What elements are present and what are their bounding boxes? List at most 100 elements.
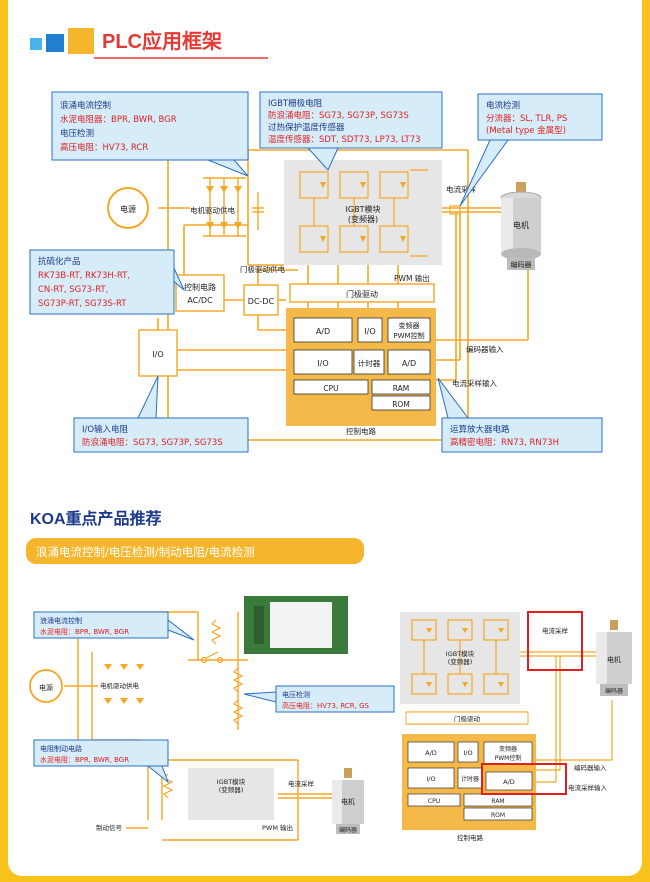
block-cpu-label: CPU [323,384,338,393]
left-resistors [162,619,244,799]
pwm-output-label: PWM 输出 [394,273,430,283]
right-inverter-label: (变频器) [448,657,473,666]
block-pwm-label: PWM控制 [393,331,424,340]
right-block-ad2-label: A/D [503,778,515,786]
left-control-signal-label: 制动信号 [96,823,123,832]
left-inverter-label: (变频器) [219,785,244,794]
right-block-rom [463,807,533,821]
sheet: PLC应用框架 [8,0,642,876]
left-callout-surge-heading: 浪涌电流控制 [40,616,82,625]
motor-label: 电机 [513,220,529,230]
right-block-timer-label: 计时器 [461,775,479,783]
section2-title: KOA重点产品推荐 [30,509,162,528]
rectifier-frame [203,177,264,237]
page-title: PLC应用框架 [102,29,222,53]
right-diodes [426,628,504,687]
callout-sulfur-heading: 抗硫化产品 [38,256,81,267]
callout-surge-line1: 水泥电阻器：BPR, BWR, BGR [60,114,177,125]
left-igbt-label: IGBT模块 [217,777,246,786]
right-encoder-input-label: 编码器输入 [574,763,607,772]
right-igbt-label: IGBT模块 [446,649,475,658]
igbt-switches [299,169,428,257]
block-io [357,317,383,343]
highlight-ad [481,763,567,795]
left-callout-surge-line1: 水泥电阻：BPR, BWR, BGR [40,627,129,636]
block-cpu [293,379,369,395]
acdc-label-1: 控制电路 [184,282,216,292]
left-power-label: 电源 [39,683,53,692]
callout-igbt-heading: IGBT栅极电阻 [268,98,323,109]
dcdc-block [243,284,279,316]
left-motor-drive-power-label: 电机驱动供电 [100,681,140,690]
callout-io-heading: I/O输入电阻 [82,424,129,435]
current-sampling-input-label: 电流采样输入 [452,378,497,388]
diagram-right: IGBT模块 (变频器) 电流采样 电机 编码器 门极驱动 A/D I/O [400,611,632,842]
block-io2 [293,349,353,375]
block-ad2-label: A/D [402,359,416,368]
io-block-label: I/O [152,350,163,359]
left-diodes [104,664,144,704]
left-igbt-region [188,768,274,820]
highlight-current-sampling [527,611,583,671]
left-callout-voltage: 电压检测 高压电阻：HV73, RCR, GS [243,685,395,713]
block-timer [353,349,385,375]
right-current-sampling-label: 电流采样 [542,626,569,635]
callout-igbt-heading2: 过热保护温度传感器 [268,122,345,133]
block-inverter-pwm [387,317,431,343]
callout-current-heading: 电流检测 [486,100,520,111]
left-callout-brake: 电阻制动电路 水泥电阻：BPR, BWR, BGR [33,739,170,784]
callout-sulfur: 抗硫化产品 RK73B-RT, RK73H-RT, CN-RT, SG73-RT… [29,249,185,315]
acdc-label-2: AC/DC [187,296,213,305]
block-ad-label: A/D [316,327,330,336]
callout-opamp: 运算放大器电路 高精密电阻：RN73, RN73H [437,377,603,453]
motor [500,182,542,270]
poster-canvas: PLC应用框架 [26,28,632,842]
power-source [107,187,149,229]
diagram-plc-framework: 电源 电机驱动供电 IGBT模块 (变频器) 电流采样 电机 编码器 门极驱动供… [29,91,603,453]
left-encoder-label: 编码器 [339,826,357,834]
igbt-region [284,160,442,265]
callout-io: I/O输入电阻 防浪涌电阻：SG73, SG73P, SG73S [73,375,249,453]
io-block [138,329,178,377]
left-callout-voltage-line1: 高压电阻：HV73, RCR, GS [282,701,370,710]
current-sampling-label: 电流采样 [446,184,476,194]
gate-drive-power-label: 门极驱动供电 [240,264,285,274]
right-block-ad-label: A/D [425,749,437,757]
header: PLC应用框架 [30,28,268,59]
callout-opamp-heading: 运算放大器电路 [450,424,510,435]
igbt-diodes [320,182,406,242]
block-inverter-label: 变频器 [399,321,420,330]
right-control-circuit-label: 控制电路 [457,833,484,842]
block-ad [293,317,353,343]
block-timer-label: 计时器 [358,358,381,368]
header-square-small [30,38,42,50]
right-block-ad [407,741,455,763]
right-block-io-label: I/O [463,749,472,757]
callout-sulfur-line1: RK73B-RT, RK73H-RT, [38,271,130,281]
right-encoder-label: 编码器 [605,687,623,695]
right-block-io2 [407,767,455,789]
power-source-label: 电源 [120,204,136,214]
right-current-sampling-input-label: 电流采样输入 [568,783,608,792]
igbt-module-label: IGBT模块 [346,204,381,214]
diagram-left: 电源 电机驱动供电 IGBT模块 (变频器) 电流采样 PWM 输出 制动信号 … [29,596,395,841]
right-motor [596,620,632,696]
right-block-cpu-label: CPU [428,798,440,805]
left-callout-surge: 浪涌电流控制 水泥电阻：BPR, BWR, BGR [33,611,195,641]
control-circuit-blocks [293,317,431,411]
wires-left [64,611,346,841]
left-power-source [29,669,63,703]
callout-surge-line2: 高压电阻：HV73, RCR [60,142,148,153]
shunt-symbol [449,205,461,215]
callout-igbt: IGBT栅极电阻 防浪涌电阻：SG73, SG73P, SG73S 过热保护温度… [259,91,443,171]
block-io-label: I/O [364,327,375,336]
igbt-inverter-label: (变频器) [348,214,378,224]
callout-sulfur-line3: SG73P-RT, SG73S-RT [38,299,127,309]
right-motor-label: 电机 [607,655,621,664]
board-module [270,602,332,648]
right-block-inverter-label: 变频器 [499,745,517,753]
callout-surge: 浪涌电流控制 水泥电阻器：BPR, BWR, BGR 电压检测 高压电阻：HV7… [51,91,249,177]
encoder-input-label: 编码器输入 [466,344,504,354]
callout-sulfur-line2: CN-RT, SG73-RT, [38,285,108,295]
